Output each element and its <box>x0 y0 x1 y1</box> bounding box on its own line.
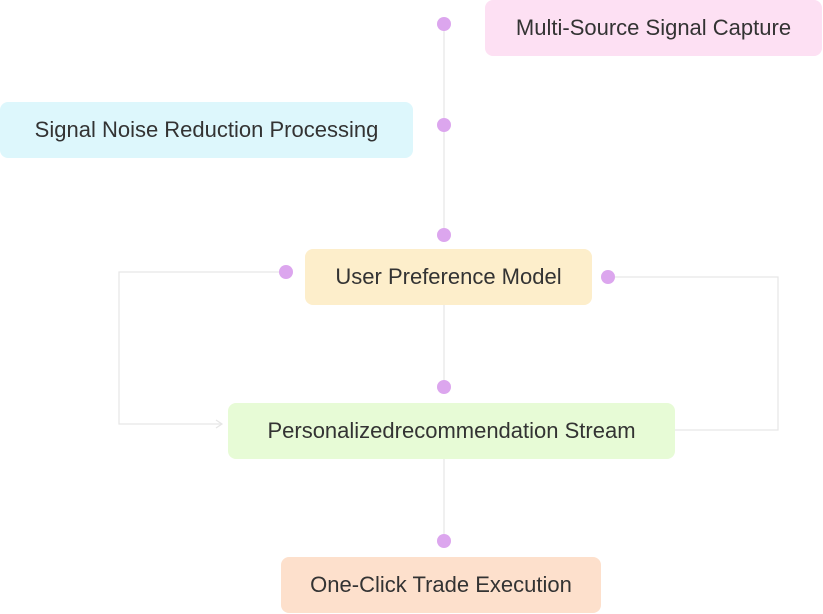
node-label: Signal Noise Reduction Processing <box>34 117 379 142</box>
right-loop-line <box>608 276 779 431</box>
node-label: Personalizedrecommendation Stream <box>267 418 636 443</box>
node-signal-noise-reduction[interactable]: Signal Noise Reduction Processing <box>0 102 413 158</box>
node-user-preference-model[interactable]: User Preference Model <box>305 249 592 305</box>
connector-dot <box>601 270 615 284</box>
node-one-click-trade-execution[interactable]: One-Click Trade Execution <box>281 557 601 613</box>
connector-dot <box>437 380 451 394</box>
connector-dot <box>437 17 451 31</box>
node-multi-source-signal-capture[interactable]: Multi-Source Signal Capture <box>485 0 822 56</box>
node-label: One-Click Trade Execution <box>310 572 572 597</box>
connector-dot <box>437 118 451 132</box>
node-label: Multi-Source Signal Capture <box>515 15 792 40</box>
connector-dot <box>437 534 451 548</box>
node-label: User Preference Model <box>335 264 562 289</box>
node-personalized-recommendation-stream[interactable]: Personalizedrecommendation Stream <box>228 403 675 459</box>
connector-dot <box>279 265 293 279</box>
left-loop-arrowhead <box>215 419 224 429</box>
left-loop-line <box>118 271 286 425</box>
connector-dot <box>437 228 451 242</box>
